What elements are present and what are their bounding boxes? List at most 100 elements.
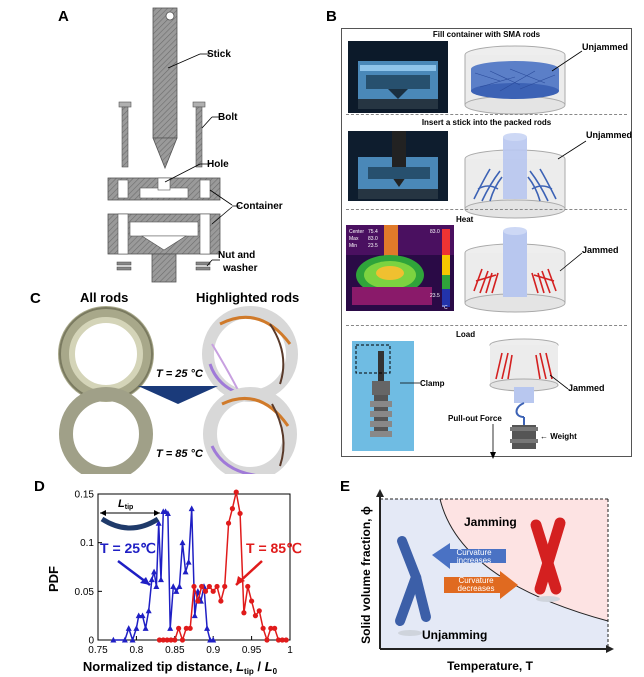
panel-c-figures	[58, 306, 298, 474]
row1-photo	[348, 41, 448, 113]
row1-cylinder	[464, 45, 566, 115]
thermal-max-label: Max	[349, 236, 359, 242]
data-point	[237, 510, 243, 517]
data-point	[110, 636, 117, 643]
thermal-min-label: Min	[349, 243, 357, 249]
panel-b-frame: Fill container with SMA rods Unjammed In…	[341, 28, 632, 459]
data-point	[142, 625, 149, 631]
panel-a-label: A	[58, 8, 69, 25]
data-point	[179, 539, 186, 546]
temperature-arrow	[138, 386, 218, 404]
row4-photo	[352, 341, 414, 451]
data-point	[125, 625, 132, 631]
e-xlabel: Temperature, T	[447, 659, 533, 673]
thermal-scale-bottom: 23.5	[430, 293, 440, 299]
data-point	[188, 505, 195, 512]
panel-c-left-title: All rods	[80, 290, 129, 305]
panel-b-label: B	[326, 8, 337, 25]
row2-title: Insert a stick into the packed rods	[421, 118, 552, 127]
data-point	[183, 625, 189, 631]
row4-cylinder	[489, 338, 559, 449]
data-point	[129, 636, 136, 643]
callout-stick: Stick	[207, 49, 231, 60]
jamming-label: Jamming	[464, 515, 517, 529]
data-point	[256, 608, 262, 614]
pullout-label: Pull-out Force	[448, 414, 502, 423]
x-tick-label: 0.9	[206, 645, 220, 656]
data-point	[151, 568, 158, 575]
panel-c-top-temp: T = 25 °C	[156, 368, 203, 380]
thermal-max-val: 83.0	[368, 236, 378, 242]
data-point	[210, 588, 216, 594]
data-point	[249, 598, 255, 604]
data-point	[191, 583, 197, 590]
data-point	[168, 637, 174, 643]
y-tick-label: 0.15	[75, 490, 95, 501]
data-point	[179, 637, 186, 643]
rods-ring-top-right	[202, 306, 298, 402]
data-point	[176, 625, 182, 631]
data-point	[202, 588, 209, 594]
panel-a-schematic: Stick Bolt Hole Container Nut and washer	[107, 7, 283, 283]
xlabel-main: Normalized tip distance,	[83, 659, 236, 674]
data-point	[164, 637, 170, 643]
stick-shape	[152, 7, 178, 170]
weight-label: ← Weight	[540, 432, 577, 441]
e-ylabel: Solid volume fraction, ϕ	[359, 506, 373, 644]
data-point	[145, 607, 152, 614]
data-point	[279, 637, 285, 643]
row4-tag: Jammed	[568, 383, 605, 393]
panel-e-label: E	[340, 478, 351, 495]
data-point	[160, 637, 166, 643]
data-point	[229, 506, 235, 512]
bolt-right	[192, 101, 206, 168]
data-point	[191, 612, 198, 619]
x-tick-label: 0.8	[129, 645, 143, 656]
data-point	[210, 636, 217, 643]
clamp-label: Clamp	[420, 379, 445, 388]
data-point	[148, 576, 155, 583]
curvature-increases-arrow	[432, 543, 506, 569]
data-point	[194, 588, 201, 594]
unjamming-label: Unjamming	[422, 628, 487, 642]
data-point	[214, 583, 220, 590]
thermal-min-val: 23.5	[368, 243, 378, 249]
row2-cylinder	[464, 133, 566, 219]
panel-d-label: D	[34, 478, 45, 495]
thermal-unit: °C	[442, 305, 448, 311]
data-point	[245, 583, 251, 590]
x-tick-label: 1	[287, 645, 293, 656]
rods-ring-bottom-right	[203, 387, 297, 474]
panel-c-bottom-temp: T = 85 °C	[156, 448, 203, 460]
rods-ring-top-left	[58, 306, 154, 402]
data-point	[172, 637, 178, 643]
thermal-center-label: Center	[349, 229, 364, 235]
data-point	[268, 625, 274, 631]
container-shape	[107, 213, 221, 283]
row1-tag: Unjammed	[582, 42, 629, 52]
row4-title: Load	[456, 330, 476, 339]
panel-c-label: C	[30, 290, 41, 307]
data-point	[155, 520, 162, 526]
data-point	[252, 613, 259, 619]
bolt-left	[118, 101, 132, 168]
row3-cylinder	[464, 227, 566, 313]
row2-photo	[348, 131, 448, 201]
chart-series	[110, 489, 289, 643]
data-point	[170, 583, 177, 589]
ltip-inset: Ltip	[100, 498, 160, 531]
data-point	[133, 625, 140, 631]
red-rods-icon	[530, 517, 566, 602]
callout-hole: Hole	[207, 159, 229, 170]
chart-ylabel: PDF	[46, 566, 61, 592]
data-point	[187, 625, 193, 631]
y-tick-label: 0	[88, 636, 94, 647]
data-point	[121, 636, 128, 643]
blue-rods-icon	[395, 536, 431, 636]
data-point	[153, 583, 160, 589]
callout-nut: Nut and	[218, 250, 255, 261]
